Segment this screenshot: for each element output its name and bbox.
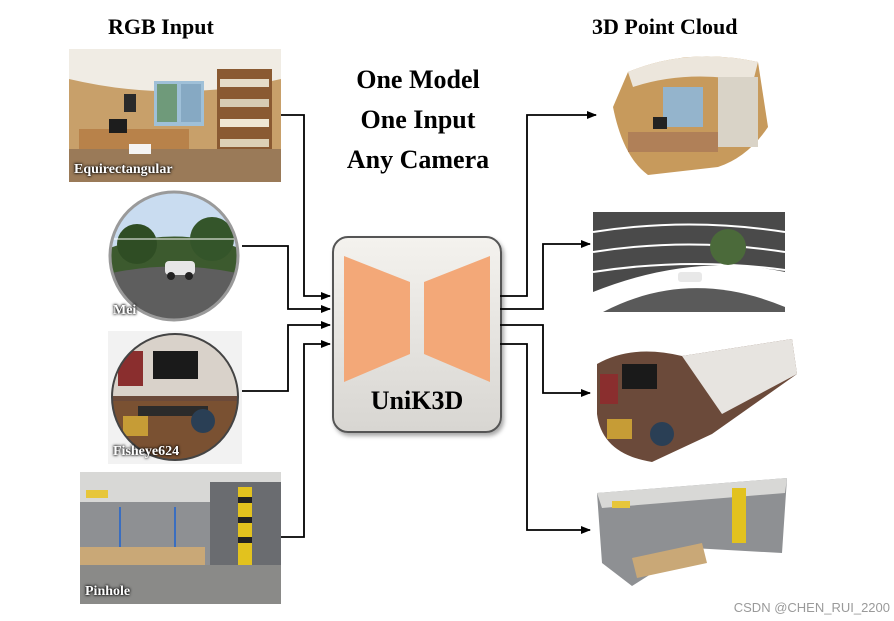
output-living-room-point-cloud [592, 334, 798, 464]
street-point-cloud-icon [593, 212, 785, 312]
arrow-to-warehouse-cloud [500, 343, 591, 534]
encoder-decoder-icon [344, 256, 490, 382]
arrow-mei [242, 245, 331, 313]
watermark: CSDN @CHEN_RUI_2200 [733, 600, 890, 615]
output-heading: 3D Point Cloud [592, 14, 738, 39]
input-fisheye624-image: Fisheye624 [108, 331, 242, 464]
slogan-line-1: One Model [356, 65, 480, 94]
input-label: Equirectangular [74, 162, 173, 177]
slogan: One Model One Input Any Camera [318, 60, 518, 180]
living-room-fisheye-icon [108, 331, 242, 464]
unik3d-model-box: UniK3D [332, 236, 502, 433]
warehouse-point-cloud-icon [592, 473, 789, 586]
output-office-point-cloud [608, 47, 770, 179]
slogan-line-3: Any Camera [346, 145, 490, 174]
arrow-to-street-cloud [500, 240, 591, 310]
input-mei-image: Mei [107, 189, 242, 323]
office-panorama-icon [69, 49, 281, 182]
output-street-point-cloud [593, 212, 785, 312]
input-equirectangular-image: Equirectangular [69, 49, 281, 182]
arrow-to-living-room-cloud [500, 324, 591, 397]
input-label: Fisheye624 [113, 444, 180, 459]
living-room-point-cloud-icon [592, 334, 798, 464]
input-label: Mei [113, 303, 137, 318]
arrow-to-office-cloud [500, 111, 597, 297]
street-fisheye-icon [108, 190, 240, 322]
output-warehouse-point-cloud [592, 473, 789, 586]
model-label: UniK3D [370, 386, 464, 415]
slogan-line-2: One Input [360, 105, 476, 134]
arrow-equirectangular [281, 114, 331, 300]
office-point-cloud-icon [613, 56, 768, 175]
input-pinhole-image: Pinhole [80, 472, 281, 604]
input-label: Pinhole [85, 584, 131, 599]
input-heading: RGB Input [108, 14, 214, 39]
arrow-fisheye624 [242, 321, 331, 392]
warehouse-icon [80, 472, 281, 604]
arrow-pinhole [281, 340, 331, 538]
